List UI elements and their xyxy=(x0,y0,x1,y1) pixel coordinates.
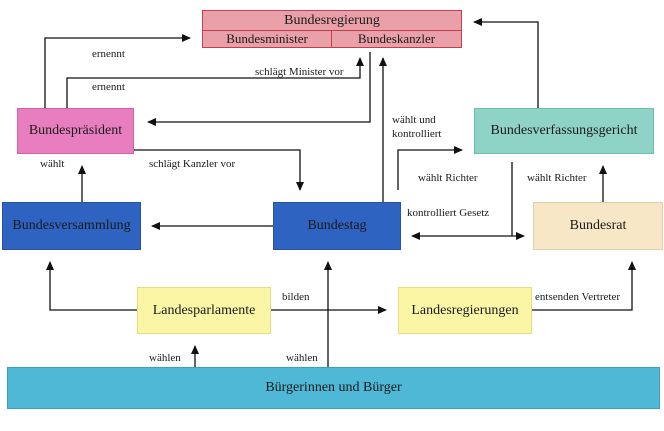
node-bundesminister: Bundesminister xyxy=(202,30,332,48)
node-bundesverfassungsgericht: Bundesverfassungsgericht xyxy=(474,108,654,154)
node-bundesversammlung-label: Bundesversammlung xyxy=(12,218,131,233)
node-landesparlamente: Landesparlamente xyxy=(137,287,271,334)
label-waehlt-richter-bundesrat: wählt Richter xyxy=(527,172,587,184)
label-schlaegt-minister-vor: schlägt Minister vor xyxy=(255,66,344,78)
node-bundespraesident-label: Bundespräsident xyxy=(28,123,123,138)
node-bundestag: Bundestag xyxy=(273,202,401,250)
node-bundesregierung-label: Bundesregierung xyxy=(284,12,380,28)
label-kontrolliert-gesetz: kontrolliert Gesetz xyxy=(407,207,490,219)
label-kontrolliert: kontrolliert xyxy=(392,128,442,140)
node-landesregierungen-label: Landesregierungen xyxy=(411,302,519,318)
node-buerger-label: Bürgerinnen und Bürger xyxy=(265,380,402,395)
node-bundespraesident: Bundespräsident xyxy=(17,108,134,154)
label-waehlt: wählt xyxy=(40,158,65,170)
node-bundesverfassungsgericht-label: Bundesverfassungsgericht xyxy=(490,123,638,138)
node-bundesrat-label: Bundesrat xyxy=(569,218,627,233)
label-bilden: bilden xyxy=(282,291,310,303)
arrow-landesregierungen-entsenden xyxy=(532,261,636,311)
node-landesparlamente-label: Landesparlamente xyxy=(152,302,256,318)
arrow-bverfg-regierung xyxy=(473,18,539,108)
arrow-praesident-schlaegt-kanzler-vor xyxy=(134,149,304,191)
label-waehlt-und: wählt und xyxy=(392,114,436,126)
label-waehlen-bund: wählen xyxy=(286,352,318,364)
label-ernennt-1: ernennt xyxy=(92,48,125,60)
arrow-praesident-ernennt-kanzler xyxy=(66,57,364,108)
node-bundesversammlung: Bundesversammlung xyxy=(2,202,141,250)
node-landesregierungen: Landesregierungen xyxy=(398,287,532,334)
arrow-praesident-ernennt-regierung xyxy=(44,34,191,108)
arrow-kanzler-schlaegt-minister-vor xyxy=(147,52,371,126)
node-bundeskanzler-label: Bundeskanzler xyxy=(357,31,436,46)
node-bundesregierung: Bundesregierung xyxy=(202,10,462,30)
label-ernennt-2: ernennt xyxy=(92,81,125,93)
node-buergerinnen-und-buerger: Bürgerinnen und Bürger xyxy=(7,367,660,409)
arrow-bundestag-waehlt-richter xyxy=(397,146,463,190)
arrow-landesparlamente-bundesversammlung xyxy=(46,261,137,311)
node-bundeskanzler: Bundeskanzler xyxy=(331,30,462,48)
arrow-bverfg-kontrolliert-gesetz xyxy=(511,162,525,240)
label-waehlen-land: wählen xyxy=(149,352,181,364)
node-bundestag-label: Bundestag xyxy=(307,218,367,233)
label-entsenden-vertreter: entsenden Vertreter xyxy=(535,291,621,303)
node-bundesminister-label: Bundesminister xyxy=(226,31,308,46)
label-waehlt-richter-bundestag: wählt Richter xyxy=(418,172,478,184)
label-schlaegt-kanzler-vor: schlägt Kanzler vor xyxy=(149,158,236,170)
node-bundesrat: Bundesrat xyxy=(533,202,663,250)
